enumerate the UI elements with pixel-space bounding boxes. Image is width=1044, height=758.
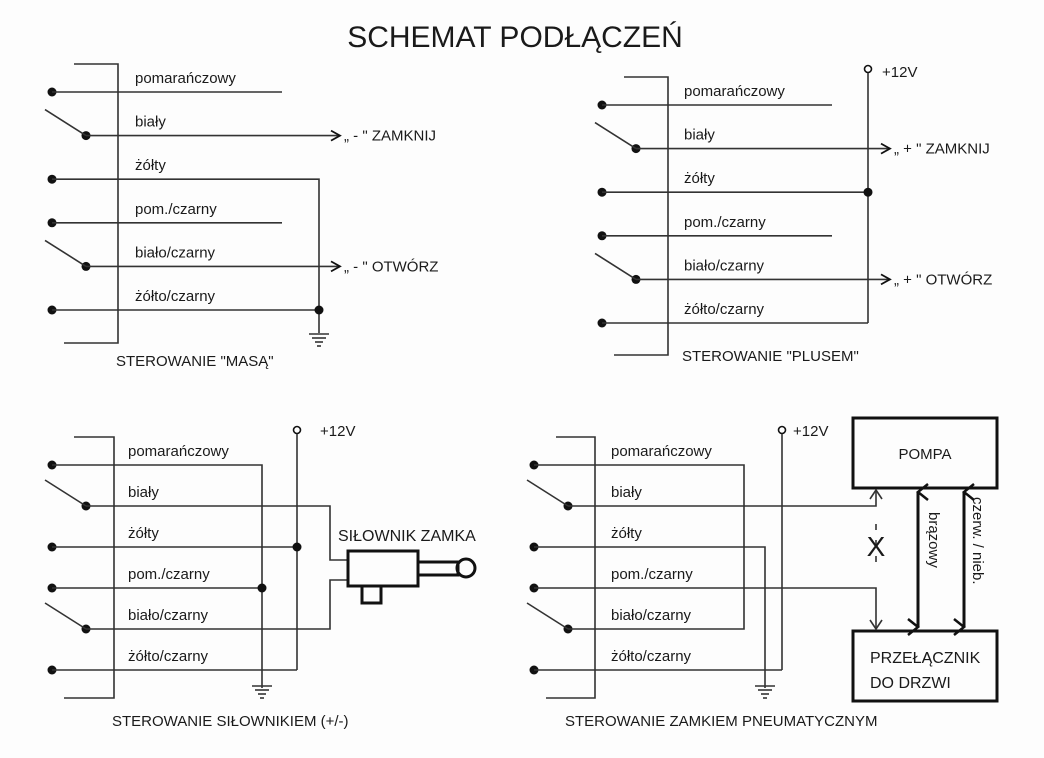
relay-switch-arm [44, 108, 87, 137]
supply-terminal-icon [292, 425, 302, 435]
supply-terminal-icon [863, 64, 873, 74]
wire-orange-loop [534, 464, 745, 630]
wire-actuator-b [86, 579, 348, 630]
open-output-label: „ + " OTWÓRZ [894, 271, 992, 288]
wire-label-orange-black: pom./czarny [128, 566, 210, 583]
junction-dot [292, 542, 302, 552]
wire-orange-black-to-switch [534, 587, 877, 629]
wire-label-orange: pomarańczowy [611, 443, 712, 460]
hose-red-blue-label: czerw. / nieb. [969, 497, 986, 585]
wire-label-white-black: biało/czarny [128, 607, 209, 624]
wire-label-orange: pomarańczowy [128, 443, 229, 460]
actuator-body [346, 549, 420, 588]
page-title: SCHEMAT PODŁĄCZEŃ [347, 21, 683, 54]
panel-actuator-control: pomarańczowy biały żółty pom./czarny biało/c… [44, 423, 477, 730]
panel-caption: STEROWANIE SIŁOWNIKIEM (+/-) [112, 713, 349, 730]
wire-label-white: biały [135, 114, 166, 131]
arrow-down-icon [869, 619, 883, 631]
wire-label-orange-black: pom./czarny [684, 214, 766, 231]
panel-caption: STEROWANIE ZAMKIEM PNEUMATYCZNYM [565, 713, 878, 730]
supply-label: +12V [320, 423, 355, 440]
wire-label-white: biały [684, 127, 715, 144]
relay-switch-arm [44, 479, 87, 507]
actuator-label: SIŁOWNIK ZAMKA [338, 528, 476, 545]
relay-switch-arm [594, 121, 637, 150]
lock-actuator-icon [346, 549, 477, 605]
relay-switch-arm [526, 479, 569, 507]
pump-label: POMPA [898, 446, 951, 463]
wire-label-yellow-black: żółto/czarny [135, 288, 216, 305]
supply-label: +12V [882, 64, 917, 81]
relay-switch-arm [526, 602, 569, 630]
hose-brown-label: brązowy [925, 512, 942, 568]
wire-label-white-black: biało/czarny [135, 244, 216, 261]
connector-bracket [64, 436, 115, 699]
wire-label-white-black: biało/czarny [611, 607, 692, 624]
wire-label-yellow-black: żółto/czarny [611, 648, 692, 665]
ground-icon [755, 685, 775, 699]
panel-plus-control: pomarańczowy biały żółty pom./czarny biało/c… [594, 64, 992, 365]
panel-ground-control: pomarańczowy biały żółty pom./czarny biało/c… [44, 63, 438, 370]
close-output-label: „ - " ZAMKNIJ [344, 128, 436, 145]
panel-caption: STEROWANIE "PLUSEM" [682, 348, 859, 365]
junction-dot [257, 583, 267, 593]
cut-marker: X [867, 531, 886, 562]
arrow-up-icon [869, 488, 883, 500]
wire-label-yellow: żółty [135, 157, 166, 174]
connector-bracket [64, 63, 119, 344]
open-output-label: „ - " OTWÓRZ [344, 258, 438, 275]
wire-label-yellow-black: żółto/czarny [128, 648, 209, 665]
panel-pneumatic-control: pomarańczowy biały żółty pom./czarny biało/c… [526, 416, 999, 730]
wire-label-white: biały [128, 484, 159, 501]
actuator-rod [416, 560, 460, 577]
door-switch-label-1: PRZEŁĄCZNIK [870, 650, 981, 667]
wire-label-orange-black: pom./czarny [135, 201, 217, 218]
wire-yellow-to-ground [52, 178, 320, 333]
wire-yellow-to-ground [534, 546, 766, 688]
wire-label-white: biały [611, 484, 642, 501]
connector-bracket [546, 436, 596, 699]
wire-label-orange-black: pom./czarny [611, 566, 693, 583]
ground-icon [309, 333, 329, 347]
supply-terminal-icon [777, 425, 787, 435]
actuator-mount [360, 584, 383, 605]
panel-caption: STEROWANIE "MASĄ" [116, 353, 274, 370]
wire-label-yellow: żółty [128, 525, 159, 542]
wire-label-orange: pomarańczowy [684, 83, 785, 100]
wire-label-orange: pomarańczowy [135, 70, 236, 87]
junction-dot [314, 305, 324, 315]
close-output-label: „ + " ZAMKNIJ [894, 141, 990, 158]
wire-label-white-black: biało/czarny [684, 257, 765, 274]
wire-actuator-a [86, 505, 348, 561]
door-switch-label-2: DO DRZWI [870, 675, 951, 692]
wire-white-to-pump [568, 490, 877, 507]
wire-label-yellow-black: żółto/czarny [684, 301, 765, 318]
wire-label-yellow: żółty [684, 170, 715, 187]
ground-icon [252, 685, 272, 699]
actuator-eye [455, 557, 477, 579]
relay-switch-arm [594, 252, 637, 281]
wire-orange-to-ground [52, 464, 263, 688]
junction-dot [863, 187, 873, 197]
relay-switch-arm [44, 602, 87, 630]
supply-label: +12V [793, 423, 828, 440]
connector-bracket [614, 76, 669, 356]
relay-switch-arm [44, 239, 87, 268]
wire-label-yellow: żółty [611, 525, 642, 542]
